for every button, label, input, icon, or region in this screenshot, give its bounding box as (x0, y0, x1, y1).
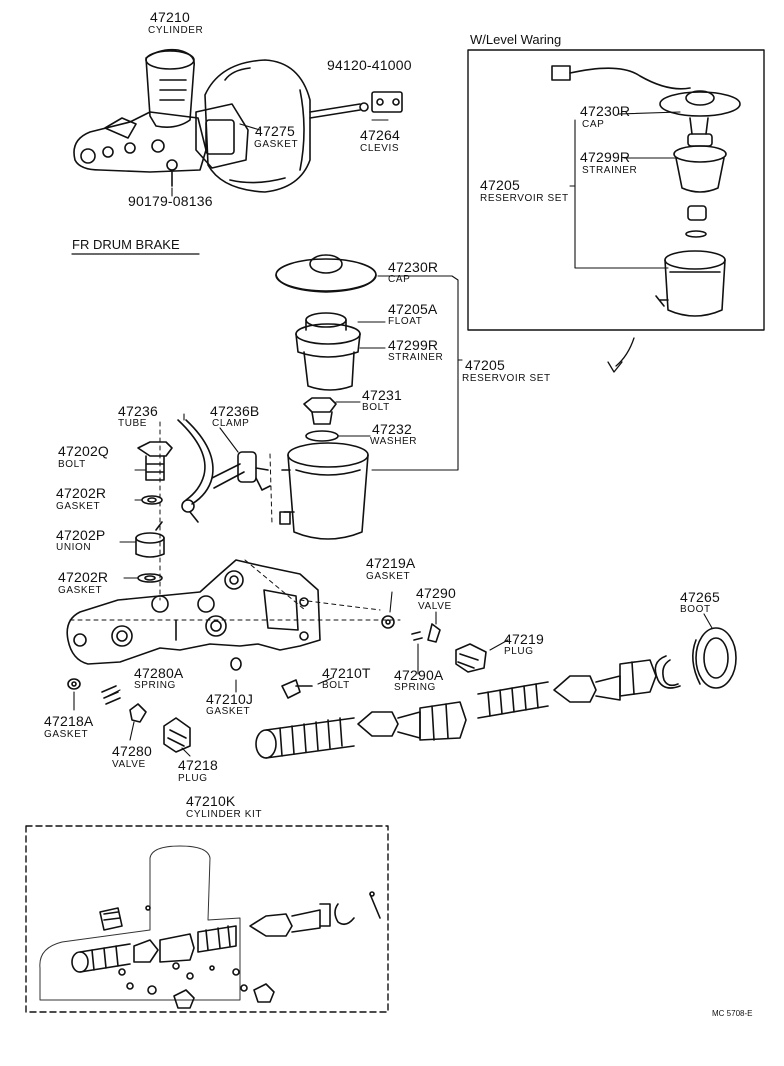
part-47236-number: 47236 (118, 403, 158, 419)
inset-leaders (569, 111, 681, 269)
part-47230R-number: 47230R (388, 259, 439, 275)
footer-code: MC 5708-E (712, 1009, 753, 1018)
part-47219-number: 47219 (504, 631, 544, 647)
booster-assembly (195, 59, 403, 193)
inset-47205-name: RESERVOIR SET (480, 193, 569, 204)
inset-arrow (607, 337, 635, 373)
part-47230R-name: CAP (388, 274, 411, 285)
part-47219-name: PLUG (504, 646, 534, 657)
reservoir-bolt-washer (303, 397, 339, 442)
inset-title: W/Level Waring (470, 32, 562, 47)
part-47290-number: 47290 (416, 585, 456, 601)
part-47280A-name: SPRING (134, 680, 176, 691)
part-47290A-name: SPRING (394, 682, 436, 693)
part-47232-name: WASHER (370, 436, 418, 447)
part-47210T-number: 47210T (322, 665, 371, 681)
reservoir-body (279, 442, 369, 540)
part-47210K-number: 47210K (186, 793, 236, 809)
reservoir-strainer (295, 323, 361, 391)
part-47231-number: 47231 (362, 387, 402, 403)
reservoir-cap (275, 254, 377, 293)
part-47202R-2-number: 47202R (58, 569, 109, 585)
part-47202Q-number: 47202Q (58, 443, 110, 459)
part-47202R-2-name: GASKET (58, 585, 103, 596)
part-47210K-name: CYLINDER KIT (186, 809, 263, 820)
part-47202R-1-name: GASKET (56, 501, 101, 512)
section-label: FR DRUM BRAKE (72, 237, 180, 252)
part-47202P-number: 47202P (56, 527, 106, 543)
part-47275-number: 47275 (255, 123, 295, 139)
inset-reservoir (551, 65, 741, 317)
part-47218A-name: GASKET (44, 729, 89, 740)
part-47265-number: 47265 (680, 589, 720, 605)
part-47218-number: 47218 (178, 757, 218, 773)
part-47202Q-name: BOLT (58, 459, 86, 470)
piston-train (255, 627, 737, 759)
assembly-dashes (69, 421, 401, 621)
part-47210-number: 47210 (150, 9, 190, 25)
part-47299R-name: STRAINER (388, 352, 444, 363)
small-parts-right (381, 615, 487, 673)
part-47202R-1-number: 47202R (56, 485, 107, 501)
part-47210-name: CYLINDER (148, 25, 204, 36)
part-47280-number: 47280 (112, 743, 152, 759)
part-47210J-name: GASKET (206, 706, 251, 717)
part-47236B-number: 47236B (210, 403, 260, 419)
reservoir-float (305, 312, 347, 331)
part-47264-number: 47264 (360, 127, 400, 143)
master-cylinder-body (66, 559, 321, 665)
part-47210J-number: 47210J (206, 691, 254, 707)
part-47290-name: VALVE (418, 601, 452, 612)
cylinder-kit-frame (25, 825, 389, 1013)
part-90179-number: 90179-08136 (128, 193, 213, 209)
union-bolt-stack (135, 441, 173, 583)
part-47205A-number: 47205A (388, 301, 438, 317)
part-47219A-number: 47219A (366, 555, 416, 571)
part-47280-name: VALVE (112, 759, 146, 770)
part-47202P-name: UNION (56, 542, 92, 553)
left-leaders (73, 119, 713, 757)
part-47218A-number: 47218A (44, 713, 94, 729)
part-47280A-number: 47280A (134, 665, 184, 681)
part-47205A-name: FLOAT (388, 316, 423, 327)
reservoir-leaders (335, 275, 463, 471)
part-47231-name: BOLT (362, 402, 390, 413)
part-47219A-name: GASKET (366, 571, 411, 582)
part-94120-number: 94120-41000 (327, 57, 412, 73)
inset-47230R-number: 47230R (580, 103, 631, 119)
small-parts-left (67, 657, 313, 753)
part-47205-number: 47205 (465, 357, 505, 373)
part-47299R-number: 47299R (388, 337, 439, 353)
tube-and-clamp (177, 419, 271, 523)
part-47218-name: PLUG (178, 773, 208, 784)
cylinder-kit-drawing (39, 845, 381, 1009)
part-47264-name: CLEVIS (360, 143, 400, 154)
inset-47299R-name: STRAINER (582, 165, 638, 176)
part-47210T-name: BOLT (322, 680, 350, 691)
inset-frame (467, 49, 765, 331)
inset-47230R-name: CAP (582, 119, 605, 130)
part-47236B-name: CLAMP (212, 418, 250, 429)
part-47290A-number: 47290A (394, 667, 444, 683)
part-47236-name: TUBE (118, 418, 148, 429)
inset-47205-number: 47205 (480, 177, 520, 193)
inset-47299R-number: 47299R (580, 149, 631, 165)
part-47205-name: RESERVOIR SET (462, 373, 551, 384)
part-47275-name: GASKET (254, 139, 299, 150)
master-cylinder-top (73, 48, 207, 187)
part-47265-name: BOOT (680, 604, 711, 615)
part-47232-number: 47232 (372, 421, 412, 437)
